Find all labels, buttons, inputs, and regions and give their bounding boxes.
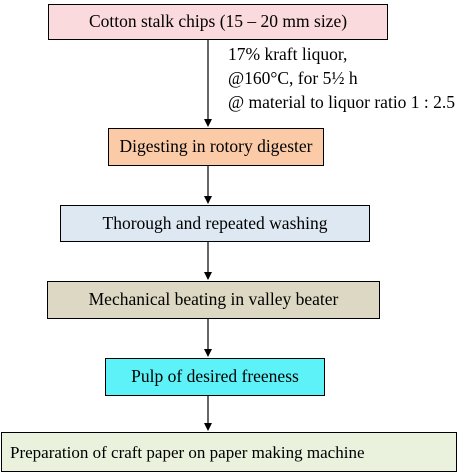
step-mechanical-beating: Mechanical beating in valley beater xyxy=(47,281,380,319)
step-label: Cotton stalk chips (15 – 20 mm size) xyxy=(88,11,348,32)
step-pulp-freeness: Pulp of desired freeness xyxy=(105,358,325,396)
condition-line-ratio: @ material to liquor ratio 1 : 2.5 xyxy=(228,92,456,112)
step-label: Digesting in rotory digester xyxy=(119,136,313,157)
step-label: Pulp of desired freeness xyxy=(131,366,299,387)
digesting-conditions: 17% kraft liquor, @160°C, for 5½ h @ mat… xyxy=(228,42,455,114)
step-label: Preparation of craft paper on paper maki… xyxy=(10,442,365,462)
condition-line-temperature: @160°C, for 5½ h xyxy=(228,68,358,88)
step-digesting: Digesting in rotory digester xyxy=(108,128,324,166)
step-label: Mechanical beating in valley beater xyxy=(88,289,339,310)
step-paper-preparation: Preparation of craft paper on paper maki… xyxy=(1,432,457,472)
step-label: Thorough and repeated washing xyxy=(102,212,328,233)
condition-line-liquor: 17% kraft liquor, xyxy=(228,44,348,64)
step-washing: Thorough and repeated washing xyxy=(60,205,370,242)
step-cotton-stalk-chips: Cotton stalk chips (15 – 20 mm size) xyxy=(48,4,388,40)
